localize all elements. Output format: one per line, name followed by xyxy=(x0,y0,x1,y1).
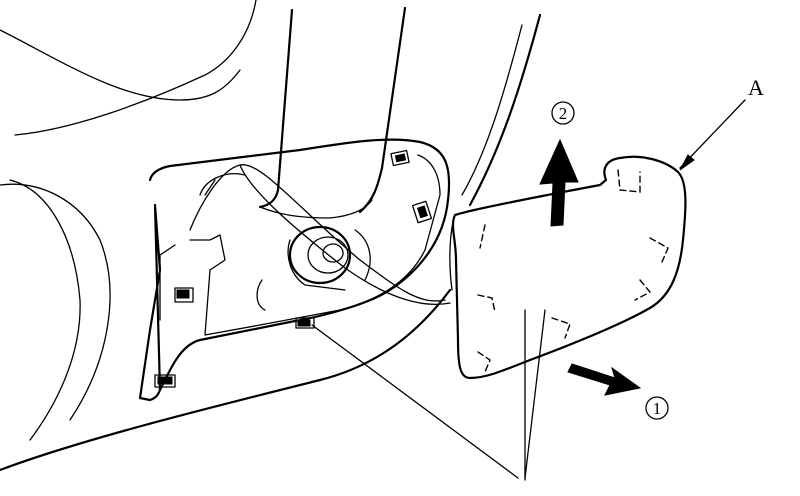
arrow-step-1 xyxy=(567,363,642,396)
cap-mechanism xyxy=(199,173,371,311)
callout-step-1: 1 xyxy=(645,396,669,420)
body-panel-outline xyxy=(0,0,452,472)
label-a: A xyxy=(748,75,764,100)
hinge-strap xyxy=(189,164,451,306)
pillar xyxy=(258,6,407,219)
step-1-number: 1 xyxy=(653,399,662,418)
recess-housing xyxy=(138,138,451,402)
step-2-number: 2 xyxy=(559,104,568,123)
body-edge-lines xyxy=(461,13,542,207)
lid-panel-a xyxy=(449,155,687,380)
label-a-pointer xyxy=(679,154,695,171)
callout-step-2: 2 xyxy=(551,101,575,125)
arrow-step-2 xyxy=(539,138,579,227)
leader-lines xyxy=(311,99,746,481)
